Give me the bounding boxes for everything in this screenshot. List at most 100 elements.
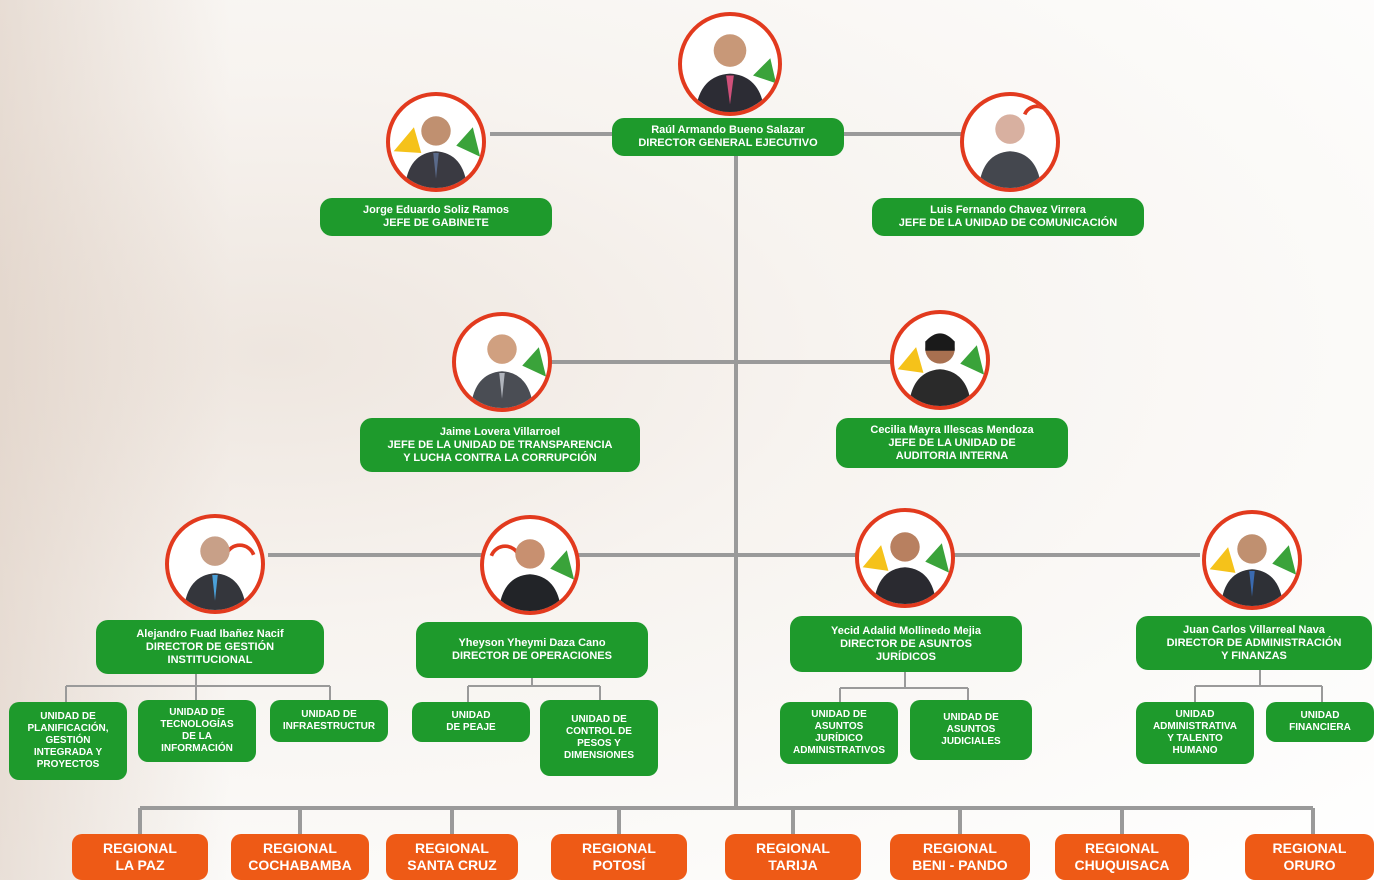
unit-peaje: UNIDAD DE PEAJE	[412, 702, 530, 742]
regional-tarija: REGIONAL TARIJA	[725, 834, 861, 880]
gestion-title-2: INSTITUCIONAL	[167, 653, 253, 666]
administracion-name: Juan Carlos Villarreal Nava	[1183, 623, 1325, 636]
director-name: Raúl Armando Bueno Salazar	[651, 124, 805, 136]
regional-label: REGIONAL	[923, 840, 997, 856]
unit-talento-humano: UNIDAD ADMINISTRATIVA Y TALENTO HUMANO	[1136, 702, 1254, 764]
regional-label: REGIONAL	[1085, 840, 1159, 856]
regional-name: TARIJA	[768, 857, 818, 873]
regional-name: POTOSÍ	[592, 857, 646, 873]
operaciones-box: Yheyson Yheymi Daza Cano DIRECTOR DE OPE…	[416, 622, 648, 678]
auditoria-title-2: AUDITORIA INTERNA	[895, 449, 1009, 462]
regional-label: REGIONAL	[582, 840, 656, 856]
unit-line: UNIDAD DE	[40, 711, 96, 722]
unit-line: FINANCIERA	[1289, 722, 1351, 733]
unit-financiera: UNIDAD FINANCIERA	[1266, 702, 1374, 742]
unit-tecnologias: UNIDAD DE TECNOLOGÍAS DE LA INFORMACIÓN	[138, 700, 256, 762]
regional-oruro: REGIONAL ORURO	[1245, 834, 1374, 880]
juridicos-title-2: JURÍDICOS	[876, 650, 936, 663]
juridicos-name: Yecid Adalid Mollinedo Mejia	[831, 624, 981, 637]
unit-line: UNIDAD DE	[169, 707, 225, 718]
unit-line: Y TALENTO	[1167, 733, 1223, 744]
operaciones-photo	[480, 515, 580, 615]
unit-line: INFORMACIÓN	[161, 743, 233, 754]
unit-line: JUDICIALES	[941, 736, 1001, 747]
unit-line: JURÍDICO	[815, 733, 863, 744]
unit-line: HUMANO	[1172, 745, 1218, 756]
auditoria-photo	[890, 310, 990, 410]
comunicacion-box: Luis Fernando Chavez Virrera JEFE DE LA …	[872, 198, 1144, 236]
unit-juridico-administrativos: UNIDAD DE ASUNTOS JURÍDICO ADMINISTRATIV…	[780, 702, 898, 764]
gestion-box: Alejandro Fuad Ibañez Nacif DIRECTOR DE …	[96, 620, 324, 674]
transparencia-photo	[452, 312, 552, 412]
unit-line: ASUNTOS	[814, 721, 864, 732]
regional-beni-pando: REGIONAL BENI - PANDO	[890, 834, 1030, 880]
auditoria-name: Cecilia Mayra Illescas Mendoza	[870, 423, 1034, 436]
unit-line: UNIDAD DE	[811, 709, 867, 720]
juridicos-title-1: DIRECTOR DE ASUNTOS	[840, 637, 972, 650]
unit-line: ADMINISTRATIVA	[1152, 721, 1238, 732]
comunicacion-name: Luis Fernando Chavez Virrera	[930, 204, 1086, 216]
comunicacion-title: JEFE DE LA UNIDAD DE COMUNICACIÓN	[898, 217, 1118, 229]
juridicos-box: Yecid Adalid Mollinedo Mejia DIRECTOR DE…	[790, 616, 1022, 672]
unit-line: UNIDAD	[451, 710, 491, 721]
operaciones-title: DIRECTOR DE OPERACIONES	[452, 650, 612, 662]
regional-la-paz: REGIONAL LA PAZ	[72, 834, 208, 880]
regional-name: CHUQUISACA	[1074, 857, 1170, 873]
unit-line: INTEGRADA Y	[33, 747, 103, 758]
regional-label: REGIONAL	[756, 840, 830, 856]
unit-line: PLANIFICACIÓN,	[27, 723, 109, 734]
unit-line: CONTROL DE	[566, 726, 632, 737]
unit-line: ASUNTOS	[946, 724, 996, 735]
regional-label: REGIONAL	[1272, 840, 1347, 856]
unit-line: UNIDAD	[1175, 709, 1215, 720]
administracion-title-2: Y FINANZAS	[1221, 649, 1287, 662]
unit-line: INFRAESTRUCTUR	[282, 721, 376, 732]
regional-name: COCHABAMBA	[248, 857, 352, 873]
gabinete-box: Jorge Eduardo Soliz Ramos JEFE DE GABINE…	[320, 198, 552, 236]
gestion-name: Alejandro Fuad Ibañez Nacif	[136, 627, 284, 640]
regional-label: REGIONAL	[415, 840, 489, 856]
comunicacion-photo	[960, 92, 1060, 192]
unit-planificacion: UNIDAD DE PLANIFICACIÓN, GESTIÓN INTEGRA…	[9, 702, 127, 780]
gestion-photo	[165, 514, 265, 614]
unit-line: DIMENSIONES	[563, 750, 634, 761]
unit-line: UNIDAD DE	[943, 712, 999, 723]
gabinete-name: Jorge Eduardo Soliz Ramos	[362, 204, 510, 216]
gabinete-photo	[386, 92, 486, 192]
regional-label: REGIONAL	[263, 840, 337, 856]
regional-name: BENI - PANDO	[912, 857, 1008, 873]
administracion-title-1: DIRECTOR DE ADMINISTRACIÓN	[1166, 636, 1342, 649]
director-title: DIRECTOR GENERAL EJECUTIVO	[638, 137, 818, 149]
regional-name: LA PAZ	[115, 857, 165, 873]
transparencia-title-1: JEFE DE LA UNIDAD DE TRANSPARENCIA	[387, 438, 613, 451]
unit-line: DE PEAJE	[446, 722, 496, 733]
unit-line: PROYECTOS	[36, 759, 100, 770]
unit-line: UNIDAD	[1300, 710, 1340, 721]
unit-line: TECNOLOGÍAS	[160, 719, 234, 730]
unit-control: UNIDAD DE CONTROL DE PESOS Y DIMENSIONES	[540, 700, 658, 776]
unit-line: UNIDAD DE	[571, 714, 627, 725]
gestion-title-1: DIRECTOR DE GESTIÓN	[145, 640, 275, 653]
transparencia-title-2: Y LUCHA CONTRA LA CORRUPCIÓN	[403, 451, 597, 464]
unit-infraestructura: UNIDAD DE INFRAESTRUCTUR	[270, 700, 388, 742]
transparencia-name: Jaime Lovera Villarroel	[439, 425, 561, 438]
director-box: Raúl Armando Bueno Salazar DIRECTOR GENE…	[612, 118, 844, 156]
unit-line: UNIDAD DE	[301, 709, 357, 720]
regional-name: ORURO	[1283, 857, 1336, 873]
juridicos-photo	[855, 508, 955, 608]
operaciones-name: Yheyson Yheymi Daza Cano	[458, 637, 606, 649]
regional-label: REGIONAL	[103, 840, 177, 856]
regional-name: SANTA CRUZ	[407, 857, 497, 873]
auditoria-box: Cecilia Mayra Illescas Mendoza JEFE DE L…	[836, 418, 1068, 468]
regional-cochabamba: REGIONAL COCHABAMBA	[231, 834, 369, 880]
auditoria-title-1: JEFE DE LA UNIDAD DE	[888, 436, 1016, 449]
unit-judiciales: UNIDAD DE ASUNTOS JUDICIALES	[910, 700, 1032, 760]
unit-line: PESOS Y	[577, 738, 621, 749]
director-photo	[678, 12, 782, 116]
unit-line: ADMINISTRATIVOS	[792, 745, 886, 756]
unit-line: GESTIÓN	[45, 735, 91, 746]
gabinete-title: JEFE DE GABINETE	[383, 217, 489, 229]
regional-potosi: REGIONAL POTOSÍ	[551, 834, 687, 880]
administracion-box: Juan Carlos Villarreal Nava DIRECTOR DE …	[1136, 616, 1372, 670]
